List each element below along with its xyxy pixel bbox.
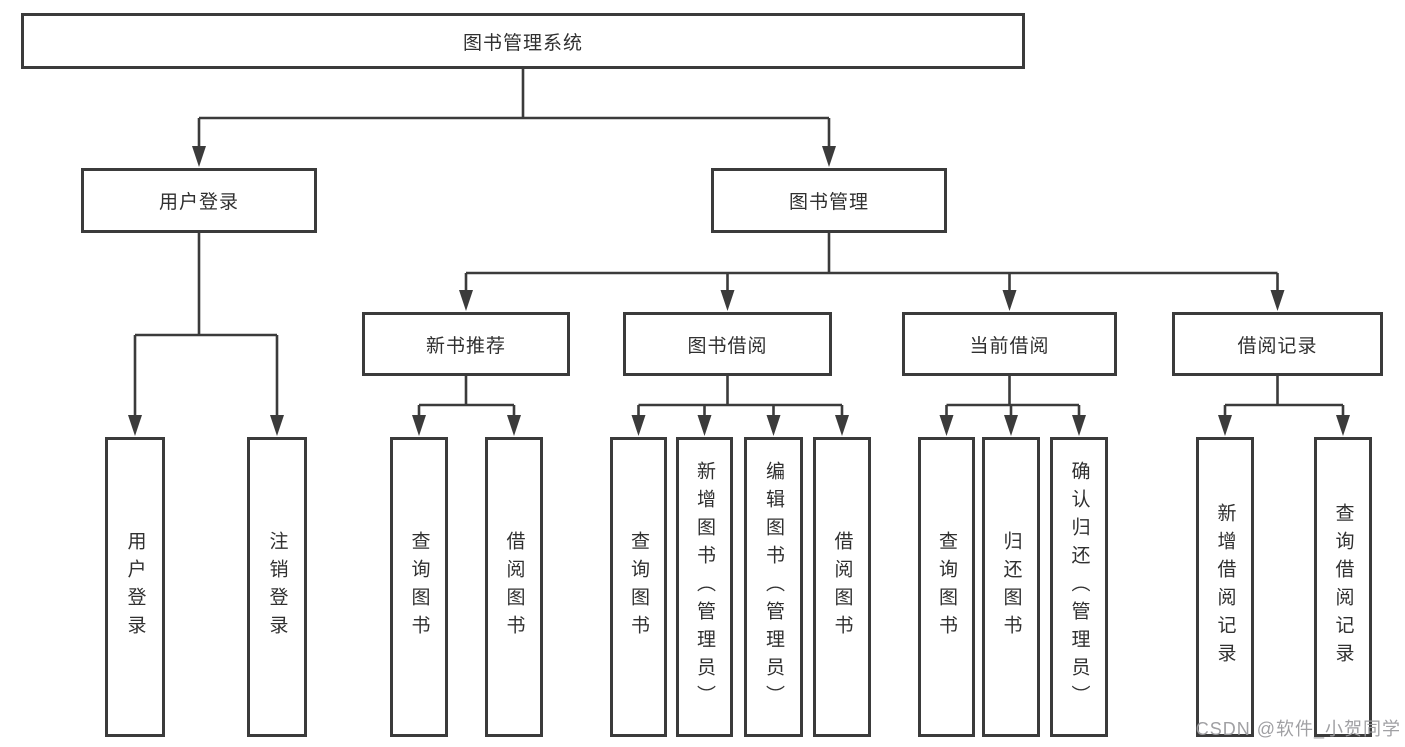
- node-br-add: 新增借阅记录: [1196, 437, 1254, 737]
- node-book-borrow: 图书借阅: [623, 312, 832, 376]
- node-label: 用户登录: [158, 192, 239, 213]
- watermark-text: CSDN @软件_小贺同学: [1195, 719, 1401, 739]
- node-label: 查询图书: [936, 531, 957, 643]
- node-new-books: 新书推荐: [362, 312, 570, 376]
- node-label: 用户登录: [124, 531, 146, 643]
- node-label: 确认归还（管理员）: [1068, 461, 1090, 713]
- node-nb-borrow: 借阅图书: [485, 437, 543, 737]
- node-br-query: 查询借阅记录: [1314, 437, 1372, 737]
- node-label: 借阅图书: [503, 531, 525, 643]
- node-user-login: 用户登录: [81, 168, 317, 233]
- node-label: 注销登录: [266, 531, 288, 643]
- node-label: 图书管理系统: [462, 32, 583, 54]
- node-borrow-records: 借阅记录: [1172, 312, 1383, 376]
- node-bb-query: 查询图书: [610, 437, 667, 737]
- node-bb-add: 新增图书（管理员）: [676, 437, 733, 737]
- node-label: 查询图书: [408, 531, 430, 643]
- node-label: 查询借阅记录: [1332, 503, 1354, 671]
- node-label: 图书管理: [788, 192, 869, 213]
- node-leaf-logout: 注销登录: [247, 437, 307, 737]
- node-label: 新书推荐: [425, 335, 506, 357]
- node-bb-borrow: 借阅图书: [813, 437, 871, 737]
- node-bb-edit: 编辑图书（管理员）: [744, 437, 803, 737]
- node-label: 新增图书（管理员）: [694, 461, 715, 713]
- node-label: 新增借阅记录: [1214, 503, 1236, 671]
- node-label: 归还图书: [1000, 531, 1022, 643]
- node-cb-query: 查询图书: [918, 437, 975, 737]
- node-root: 图书管理系统: [21, 13, 1025, 69]
- node-label: 查询图书: [628, 531, 649, 643]
- node-label: 图书借阅: [687, 335, 768, 357]
- node-leaf-user-login: 用户登录: [105, 437, 165, 737]
- node-cb-confirm: 确认归还（管理员）: [1050, 437, 1108, 737]
- node-nb-query: 查询图书: [390, 437, 448, 737]
- node-label: 借阅记录: [1237, 335, 1318, 357]
- node-book-mgmt: 图书管理: [711, 168, 947, 233]
- node-label: 编辑图书（管理员）: [763, 461, 784, 713]
- node-label: 借阅图书: [831, 531, 853, 643]
- node-label: 当前借阅: [969, 335, 1050, 357]
- node-cb-return: 归还图书: [982, 437, 1040, 737]
- node-current-borrow: 当前借阅: [902, 312, 1117, 376]
